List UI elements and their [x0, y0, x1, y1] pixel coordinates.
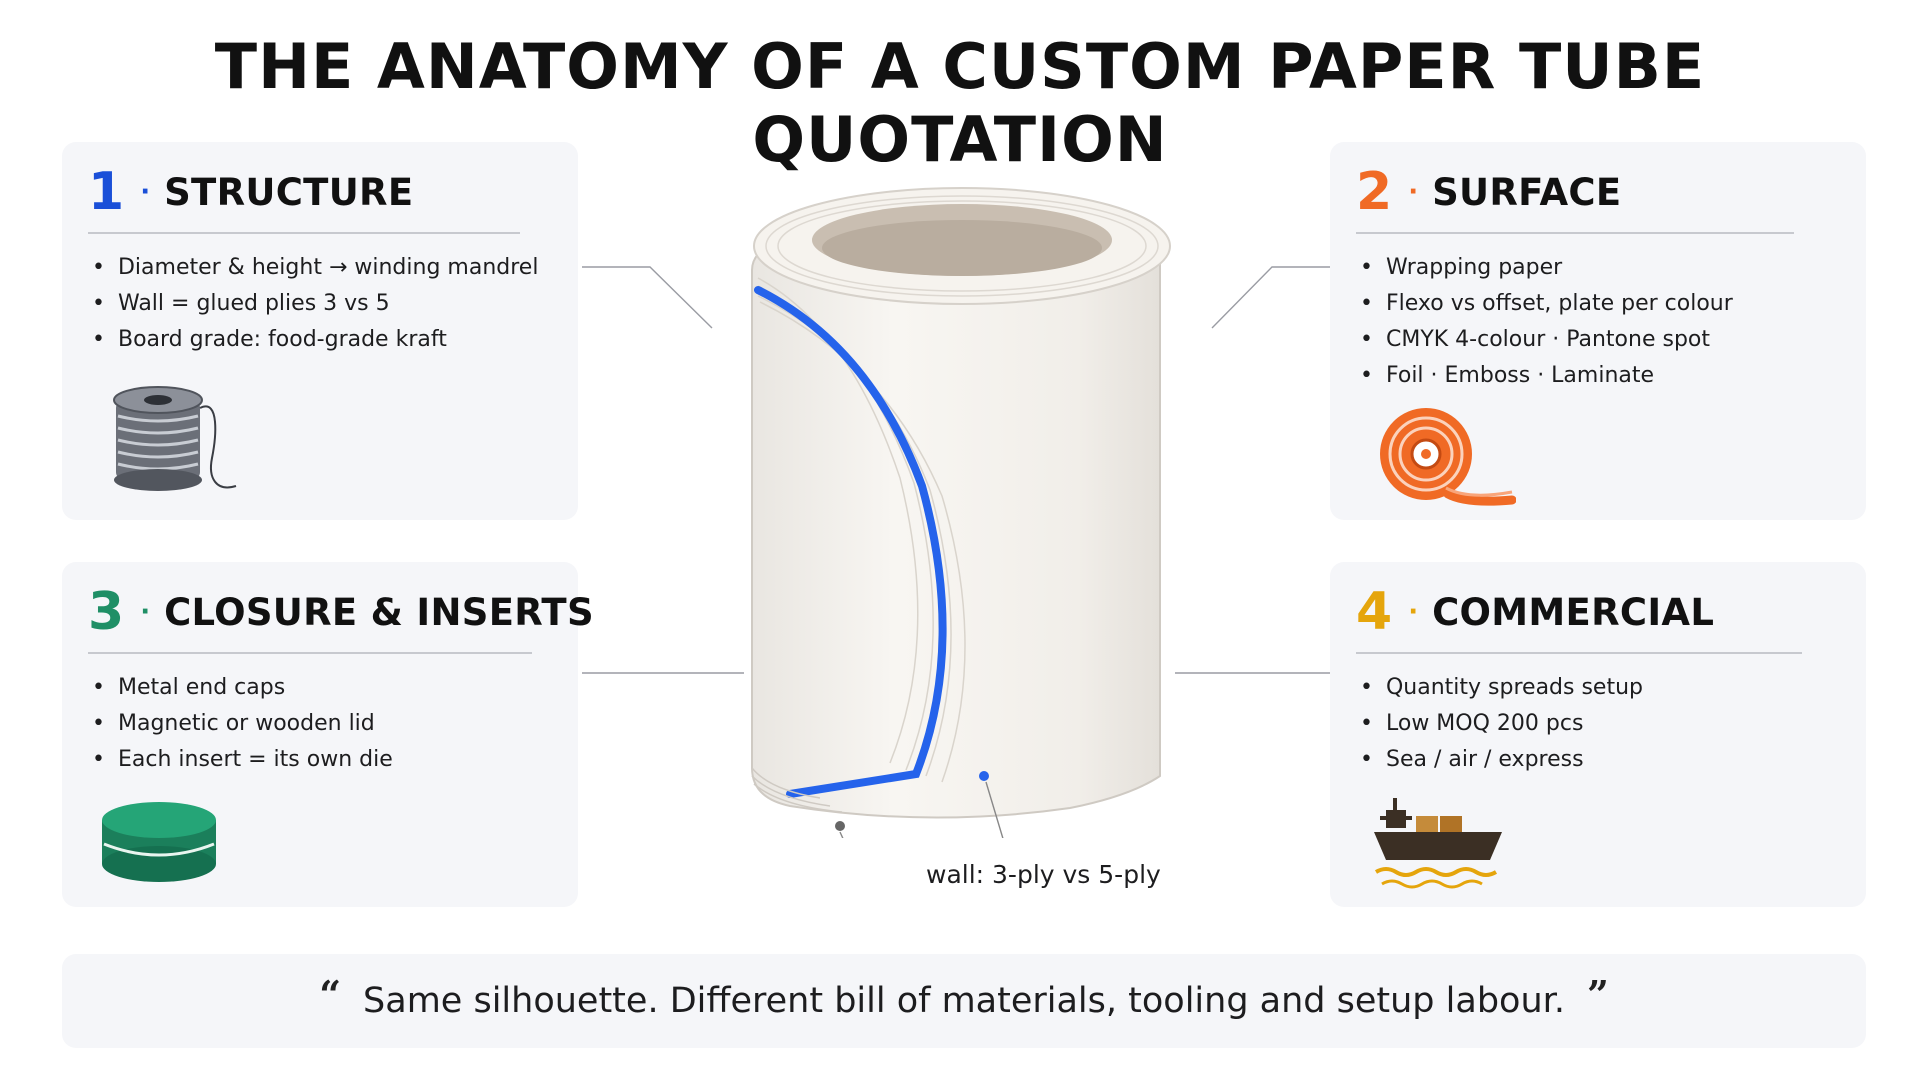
- panel-heading: CLOSURE & INSERTS: [164, 590, 594, 634]
- list-item: CMYK 4-colour · Pantone spot: [1360, 322, 1733, 358]
- quote-bar: “ Same silhouette. Different bill of mat…: [62, 954, 1866, 1048]
- panel-number: 1: [88, 162, 125, 222]
- panel-number: 2: [1356, 162, 1393, 222]
- separator-dot: ·: [140, 177, 151, 207]
- list-item: Low MOQ 200 pcs: [1360, 706, 1643, 742]
- panel-structure-header: 1 · STRUCTURE: [88, 166, 413, 218]
- list-item: Foil · Emboss · Laminate: [1360, 358, 1733, 394]
- panel-heading: STRUCTURE: [164, 170, 414, 214]
- panel-number: 4: [1356, 582, 1393, 642]
- wall-marker-dot: [835, 821, 845, 831]
- page-title: THE ANATOMY OF A CUSTOM PAPER TUBE QUOTA…: [214, 30, 1706, 176]
- heading-rule: [1356, 652, 1802, 654]
- list-item: Each insert = its own die: [92, 742, 393, 778]
- panel-heading: COMMERCIAL: [1432, 590, 1715, 634]
- list-item: Magnetic or wooden lid: [92, 706, 393, 742]
- spool-icon: [113, 386, 237, 491]
- list-item: Metal end caps: [92, 670, 393, 706]
- panel-heading: SURFACE: [1432, 170, 1622, 214]
- list-item: Diameter & height → winding mandrel: [92, 250, 538, 286]
- paper-roll-icon: [1380, 408, 1516, 506]
- panel-surface-header: 2 · SURFACE: [1356, 166, 1621, 218]
- separator-dot: ·: [1408, 597, 1419, 627]
- quote-close-mark: ”: [1586, 971, 1609, 1017]
- bullet-list: Metal end caps Magnetic or wooden lid Ea…: [92, 670, 393, 778]
- panel-structure: 1 · STRUCTURE Diameter & height → windin…: [62, 142, 578, 520]
- list-item: Quantity spreads setup: [1360, 670, 1643, 706]
- cargo-ship-icon: [1374, 798, 1502, 889]
- list-item: Sea / air / express: [1360, 742, 1643, 778]
- separator-dot: ·: [1408, 177, 1419, 207]
- bullet-list: Wrapping paper Flexo vs offset, plate pe…: [1360, 250, 1733, 394]
- bullet-list: Diameter & height → winding mandrel Wall…: [92, 250, 538, 358]
- panel-number: 3: [88, 582, 125, 642]
- list-item: Wrapping paper: [1360, 250, 1733, 286]
- connector-structure: [582, 266, 713, 329]
- list-item: Wall = glued plies 3 vs 5: [92, 286, 538, 322]
- quote-text: Same silhouette. Different bill of mater…: [363, 981, 1565, 1021]
- panel-closure-header: 3 · CLOSURE & INSERTS: [88, 586, 594, 638]
- bullet-list: Quantity spreads setup Low MOQ 200 pcs S…: [1360, 670, 1643, 778]
- panel-commercial: 4 · COMMERCIAL Quantity spreads setup Lo…: [1330, 562, 1866, 907]
- list-item: Board grade: food-grade kraft: [92, 322, 538, 358]
- wall-callout-label: wall: 3-ply vs 5-ply: [926, 860, 1161, 889]
- heading-rule: [88, 232, 520, 234]
- quote-open-mark: “: [319, 971, 342, 1017]
- panel-closure: 3 · CLOSURE & INSERTS Metal end caps Mag…: [62, 562, 594, 907]
- list-item: Flexo vs offset, plate per colour: [1360, 286, 1733, 322]
- heading-rule: [1356, 232, 1794, 234]
- panel-commercial-header: 4 · COMMERCIAL: [1356, 586, 1714, 638]
- separator-dot: ·: [140, 597, 151, 627]
- heading-rule: [88, 652, 532, 654]
- ply-marker-dot: [979, 771, 989, 781]
- panel-surface: 2 · SURFACE Wrapping paper Flexo vs offs…: [1330, 142, 1866, 520]
- paper-tube-illustration: [751, 187, 1171, 838]
- connector-surface: [1211, 266, 1332, 329]
- end-cap-icon: [102, 802, 216, 882]
